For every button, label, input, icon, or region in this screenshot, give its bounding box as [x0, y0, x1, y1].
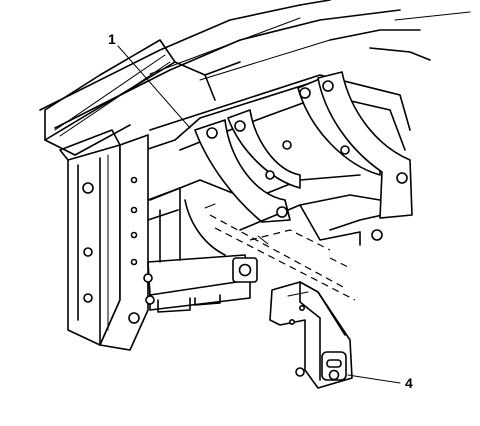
bracket-part [269, 281, 353, 389]
inner-frame [143, 187, 258, 313]
callout-1: 1 [108, 31, 191, 129]
cowl-pillar [44, 39, 241, 156]
left-pillar [59, 129, 149, 351]
upper-panels [39, 0, 471, 129]
cross-member [144, 71, 413, 246]
callout-4: 4 [347, 374, 413, 391]
callout-number-1: 1 [108, 31, 116, 47]
alignment-dashes [204, 203, 356, 301]
callout-number-4: 4 [405, 375, 413, 391]
